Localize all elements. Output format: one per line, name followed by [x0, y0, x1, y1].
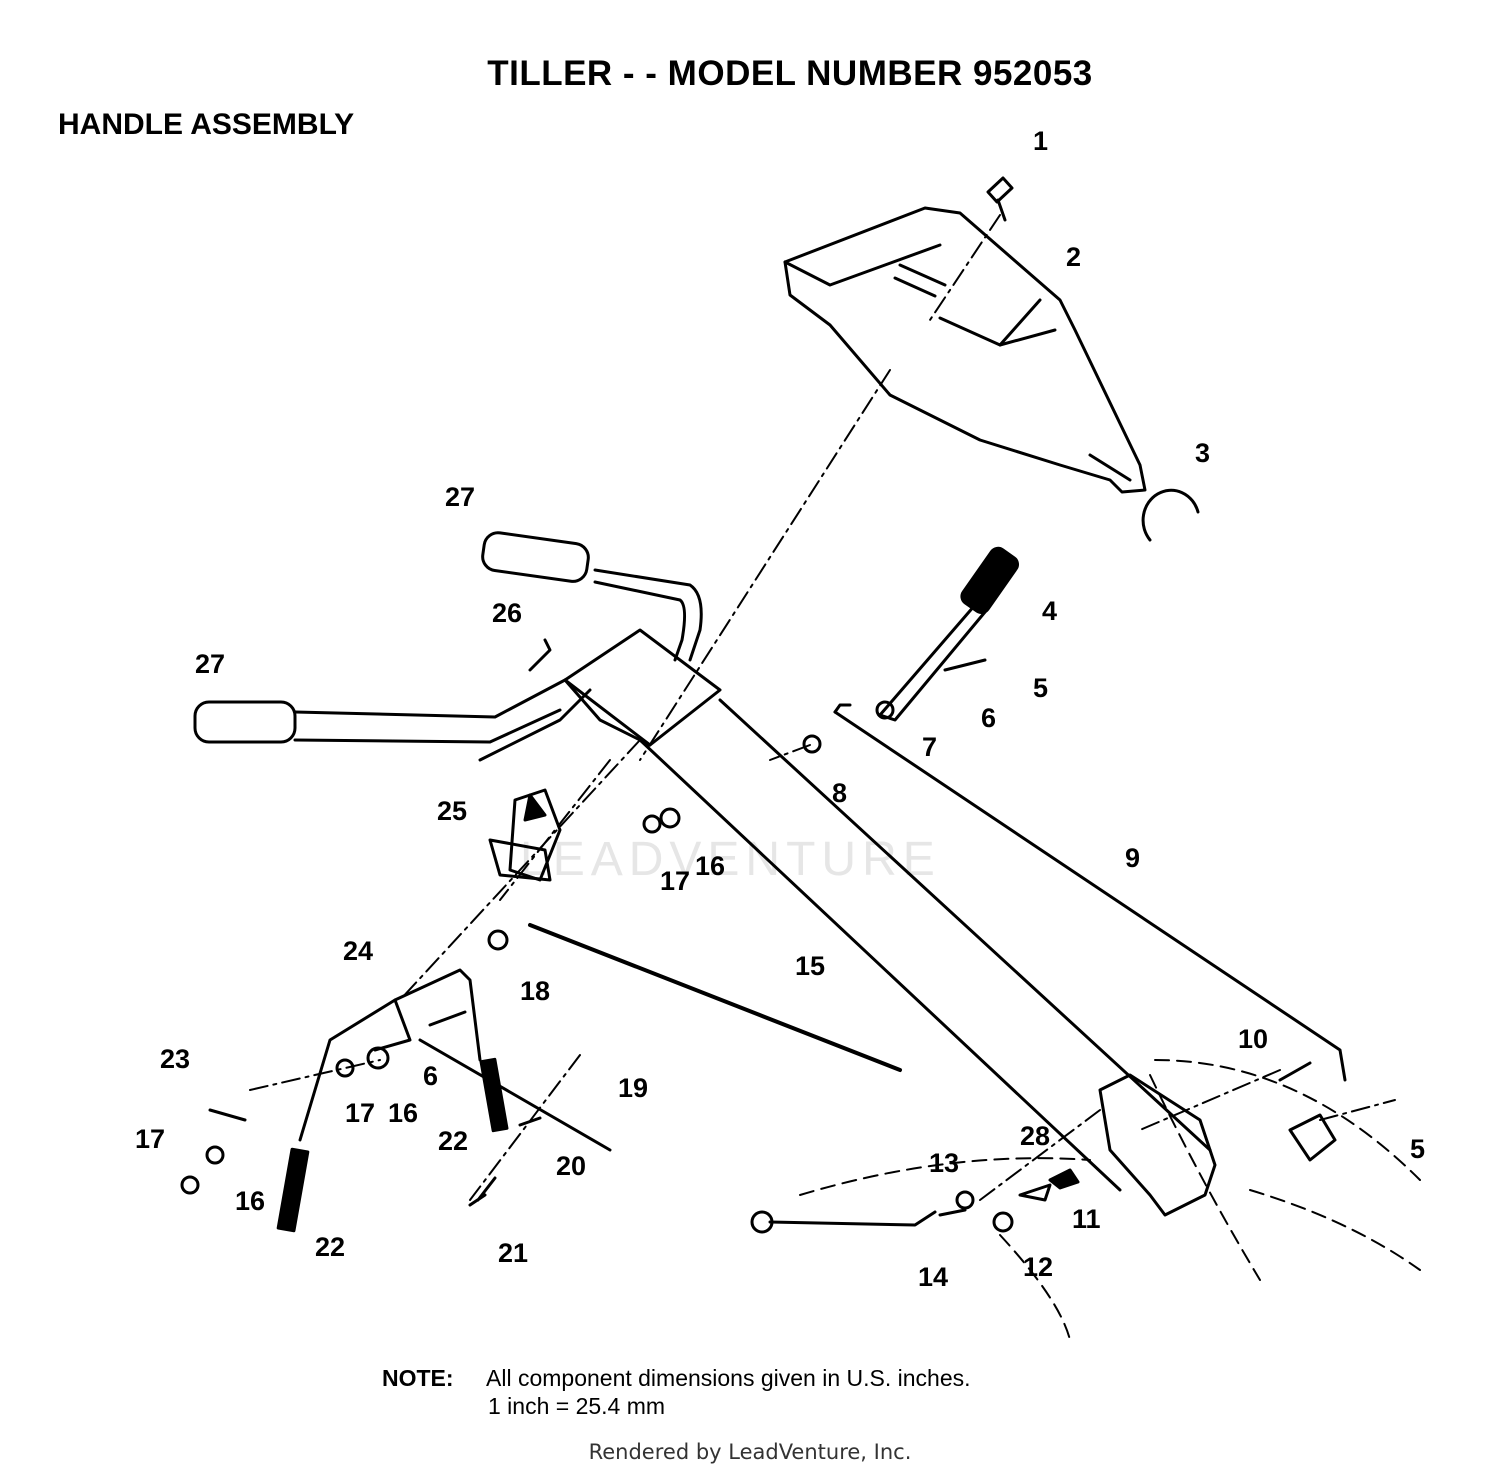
footer-credit: Rendered by LeadVenture, Inc. [588, 1440, 912, 1464]
callout-27a: 27 [445, 482, 475, 512]
callout-5b: 5 [1410, 1134, 1425, 1164]
callout-28: 28 [1020, 1121, 1050, 1151]
watermark-text: LEADVENTURE [520, 833, 941, 886]
screw-1 [986, 176, 1014, 222]
note-line-2: 1 inch = 25.4 mm [488, 1393, 666, 1419]
note-block: NOTE: All component dimensions given in U… [382, 1364, 971, 1420]
callout-17a: 17 [660, 866, 690, 896]
callout-18: 18 [520, 976, 550, 1006]
hardware-fasteners [180, 638, 1337, 1233]
callout-24: 24 [343, 936, 373, 966]
callout-22b: 22 [315, 1232, 345, 1262]
callout-3: 3 [1195, 438, 1210, 468]
callout-8: 8 [832, 778, 847, 808]
shift-rod [833, 710, 1347, 1082]
callout-21: 21 [498, 1238, 528, 1268]
hand-grip-upper [481, 531, 590, 583]
leader-lines [249, 214, 1396, 1201]
callout-6b: 6 [423, 1061, 438, 1091]
section-title: HANDLE ASSEMBLY [58, 108, 355, 141]
depth-bar [750, 1210, 937, 1234]
callout-16c: 16 [235, 1186, 265, 1216]
callout-19: 19 [618, 1073, 648, 1103]
callout-23: 23 [160, 1044, 190, 1074]
callout-16b: 16 [388, 1098, 418, 1128]
control-panel-cover [783, 206, 1147, 494]
clutch-bail [276, 968, 612, 1233]
callout-16a: 16 [695, 851, 725, 881]
callout-6a: 6 [981, 703, 996, 733]
callout-22a: 22 [438, 1126, 468, 1156]
callout-17b: 17 [345, 1098, 375, 1128]
note-label: NOTE: [382, 1365, 454, 1391]
page-title: TILLER - - MODEL NUMBER 952053 [487, 54, 1093, 93]
callout-17c: 17 [135, 1124, 165, 1154]
handlebar [293, 568, 722, 762]
callout-1: 1 [1033, 126, 1048, 156]
callout-9: 9 [1125, 843, 1140, 873]
shift-rod-end [833, 703, 852, 714]
callout-5a: 5 [1033, 673, 1048, 703]
handle-tube [638, 698, 1217, 1217]
note-line-1: All component dimensions given in U.S. i… [486, 1365, 971, 1391]
hand-grip-lower [193, 700, 297, 744]
callout-14: 14 [918, 1262, 948, 1292]
callout-20: 20 [556, 1151, 586, 1181]
shift-lever [875, 546, 1019, 722]
callout-12: 12 [1023, 1252, 1053, 1282]
callout-10: 10 [1238, 1024, 1268, 1054]
callout-15: 15 [795, 951, 825, 981]
retaining-ring [1141, 488, 1200, 542]
control-cable [488, 788, 902, 1072]
callout-4: 4 [1042, 596, 1057, 626]
callout-11: 11 [1072, 1204, 1101, 1234]
tiller-outline [799, 1059, 1421, 1341]
callout-2: 2 [1066, 242, 1081, 272]
callout-26: 26 [492, 598, 522, 628]
callout-7: 7 [922, 732, 937, 762]
callout-13: 13 [929, 1148, 959, 1178]
callout-27b: 27 [195, 649, 225, 679]
callout-25: 25 [437, 796, 467, 826]
